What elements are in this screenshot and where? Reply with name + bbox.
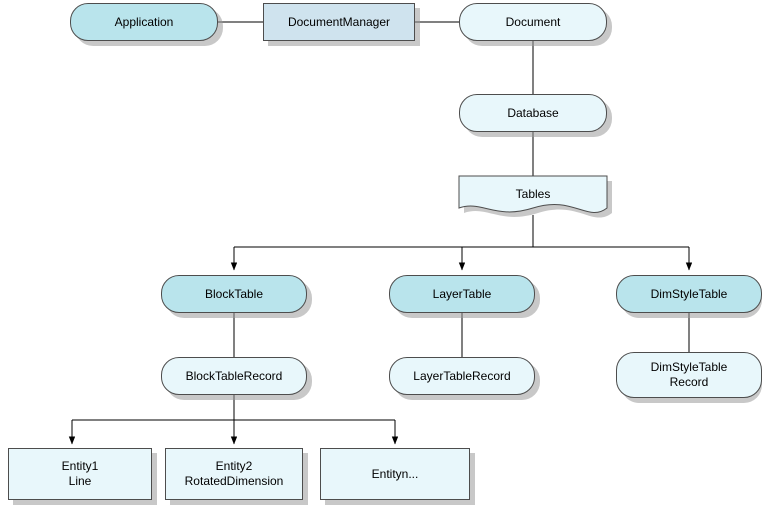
node-application[interactable]: Application (70, 3, 218, 41)
node-block-table-record[interactable]: BlockTableRecord (161, 357, 307, 395)
node-dimstyle-table-record[interactable]: DimStyleTable Record (616, 352, 762, 398)
node-layer-table-record[interactable]: LayerTableRecord (389, 357, 535, 395)
node-block-table[interactable]: BlockTable (161, 275, 307, 313)
tables-shape (458, 175, 608, 214)
node-entityn[interactable]: Entityn... (320, 448, 470, 500)
node-database[interactable]: Database (459, 94, 607, 132)
node-tables-label[interactable]: Tables (515, 187, 551, 201)
node-layer-table[interactable]: LayerTable (389, 275, 535, 313)
node-entity1[interactable]: Entity1 Line (8, 448, 152, 500)
tables-shape-group (458, 175, 612, 218)
node-entity2[interactable]: Entity2 RotatedDimension (165, 448, 303, 500)
node-document-manager[interactable]: DocumentManager (263, 3, 415, 41)
node-dimstyle-table[interactable]: DimStyleTable (616, 275, 762, 313)
node-document[interactable]: Document (459, 3, 607, 41)
